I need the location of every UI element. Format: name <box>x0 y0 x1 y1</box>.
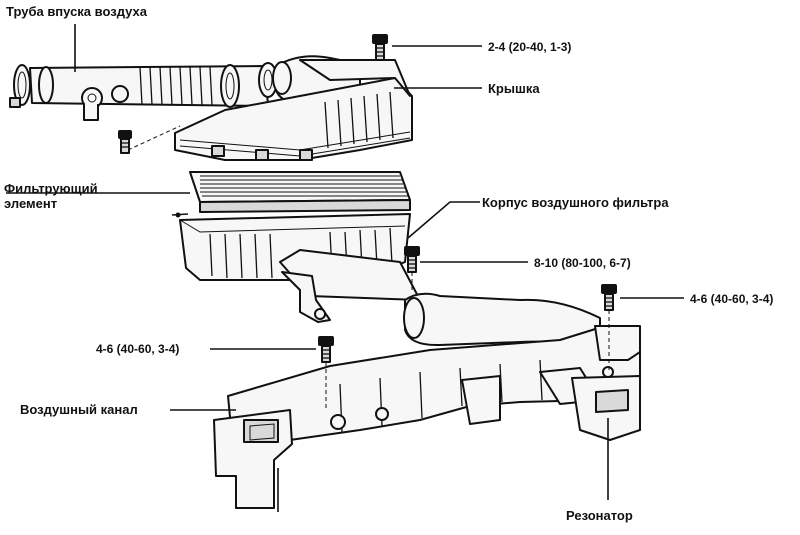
resonator-label: Резонатор <box>566 508 633 523</box>
cover-label: Крышка <box>488 81 540 96</box>
housing-bolt-torque-label: 8-10 (80-100, 6-7) <box>534 256 631 270</box>
housing-bolt-icon <box>404 246 420 292</box>
filter-element-label-line2: элемент <box>4 196 57 211</box>
duct-bolt-torque-label: 4-6 (40-60, 3-4) <box>96 342 179 356</box>
cover-bolt-icon <box>372 34 388 61</box>
intake-pipe <box>9 24 278 121</box>
filter-cover <box>127 55 413 161</box>
resonator-bolt-icon <box>601 284 617 370</box>
air-duct <box>170 292 641 512</box>
cover-side-bolt-icon <box>118 130 132 154</box>
duct-bolt-icon <box>318 336 334 408</box>
resonator-bolt-torque-label: 4-6 (40-60, 3-4) <box>690 292 773 306</box>
intake-pipe-label: Труба впуска воздуха <box>6 4 148 19</box>
filter-housing <box>171 201 480 323</box>
air-duct-label: Воздушный канал <box>20 402 138 417</box>
filter-housing-label: Корпус воздушного фильтра <box>482 195 669 210</box>
filter-element-label-line1: Фильтрующий <box>4 181 98 196</box>
resonator <box>571 325 641 500</box>
filter-element <box>6 171 411 213</box>
intake-clamp-right <box>220 64 240 108</box>
cover-bolt-torque-label: 2-4 (20-40, 1-3) <box>488 40 571 54</box>
